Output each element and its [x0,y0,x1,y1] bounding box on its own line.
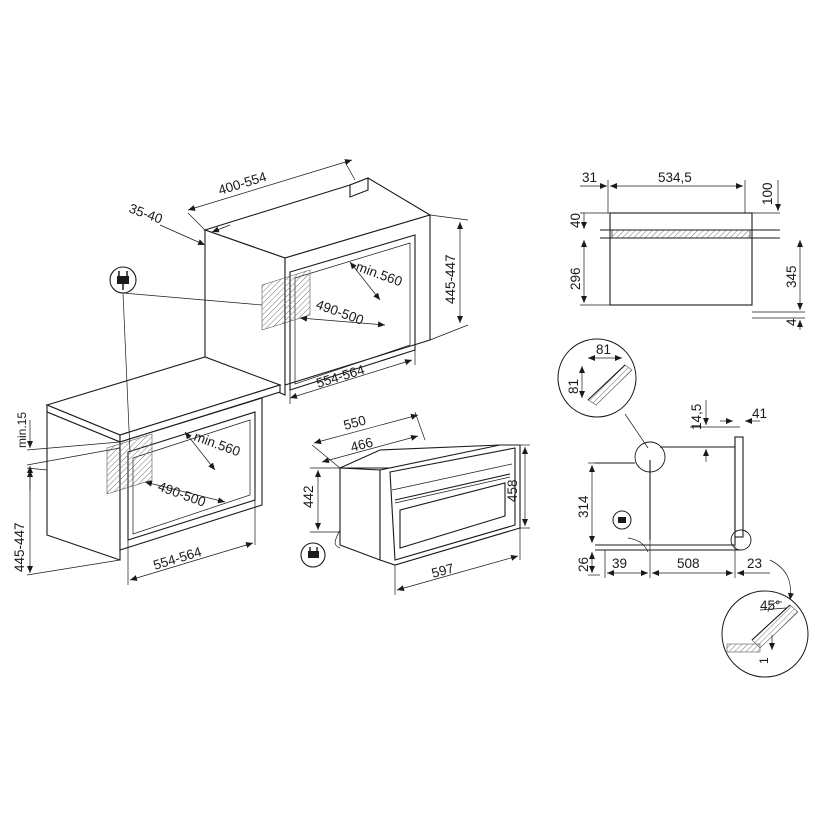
top-view: 31 534,5 100 40 296 345 4 [568,170,805,330]
dim-41: 41 [752,406,767,421]
dim-345: 345 [784,265,799,288]
dim-39: 39 [612,556,627,571]
oven-body [334,444,521,566]
dim-31: 31 [582,170,597,185]
dim-508: 508 [677,556,700,571]
plug-icon-oven [300,542,326,568]
dim-550: 550 [342,413,368,433]
dim-445-447-top: 445-447 [443,254,458,304]
dim-597: 597 [430,561,456,581]
dim-296: 296 [568,267,583,290]
dim-442: 442 [301,485,316,508]
side-section: 14,5 41 314 26 39 508 23 [576,400,794,601]
plug-leader-lines [122,292,263,453]
dim-14-5: 14,5 [689,404,704,430]
dim-1: 1 [757,657,771,664]
dim-458: 458 [505,479,520,502]
dim-26: 26 [576,557,591,572]
dim-45-degree: 45° [760,598,780,613]
dim-23: 23 [747,556,762,571]
dim-534-5: 534,5 [658,170,692,185]
dim-81-horizontal: 81 [596,342,611,357]
dim-314: 314 [576,495,591,518]
dim-40: 40 [568,213,583,228]
plug-icon [109,266,137,294]
dim-445-447-lower: 445-447 [12,522,27,572]
dim-min15: min.15 [15,412,29,448]
dim-81-vertical: 81 [566,379,581,394]
detail-circle-b: 45° 1 [721,590,809,678]
dim-100: 100 [760,182,775,205]
upper-cabinet [203,177,432,396]
dim-554-564-lower: 554-564 [151,544,203,573]
dim-466: 466 [349,435,375,455]
oven-dimensions: 550 466 442 458 597 [301,411,530,595]
detail-circle-a: 81 81 [557,338,649,449]
lower-cabinet [45,356,282,561]
dim-35-40: 35-40 [127,201,165,227]
dim-4: 4 [784,318,799,326]
